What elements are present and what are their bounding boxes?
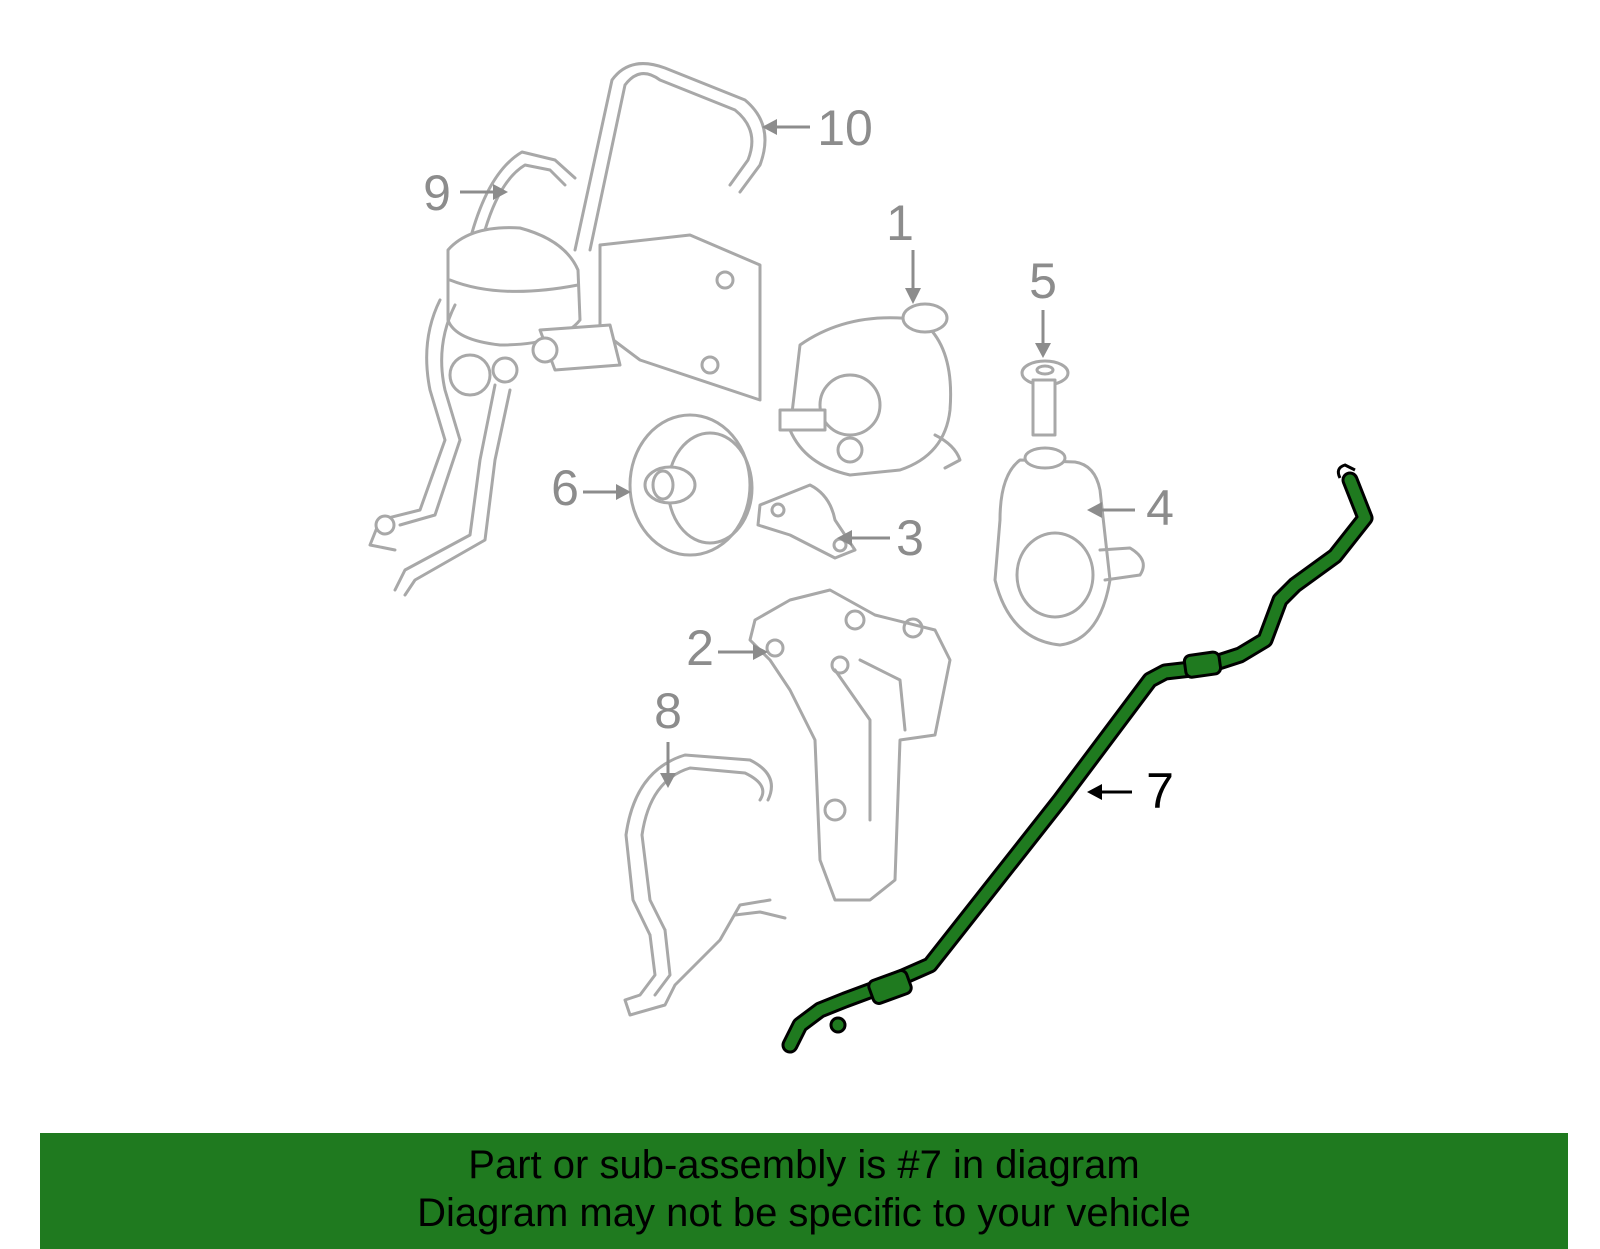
callout-8-label: 8 [654,683,682,739]
callout-6-label: 6 [551,460,579,516]
callout-8: 8 [654,683,682,788]
callout-9-label: 9 [423,165,451,221]
callout-6: 6 [551,460,631,516]
callout-3: 3 [837,510,924,566]
callout-5: 5 [1029,253,1057,358]
pump-brace [756,483,857,560]
part-info-banner: Part or sub-assembly is #7 in diagram Di… [40,1133,1568,1249]
callout-4: 4 [1087,480,1174,536]
callout-1-label: 1 [886,195,914,251]
return-hose [623,753,787,1017]
callout-4-label: 4 [1146,480,1174,536]
callout-10: 10 [762,100,873,156]
callout-2-label: 2 [686,620,714,676]
power-steering-pump [778,302,962,477]
callout-9: 9 [423,165,508,221]
callout-7: 7 [1087,763,1174,819]
pump-mounting-bracket [748,588,952,902]
callout-1: 1 [886,195,921,304]
pressure-hose-highlighted [781,463,1374,1054]
callout-2: 2 [686,620,768,676]
parts-diagram: 1 2 3 4 5 6 7 8 9 10 [368,62,1374,1054]
pump-reservoir-assembly [368,62,767,597]
callout-5-label: 5 [1029,253,1057,309]
pump-reservoir [993,446,1145,647]
banner-line-2: Diagram may not be specific to your vehi… [417,1191,1191,1235]
pump-pulley [628,413,754,557]
callout-7-label: 7 [1146,763,1174,819]
reservoir-bolt [1020,359,1070,437]
banner-line-1: Part or sub-assembly is #7 in diagram [468,1143,1140,1187]
callout-3-label: 3 [896,510,924,566]
callout-10-label: 10 [817,100,873,156]
